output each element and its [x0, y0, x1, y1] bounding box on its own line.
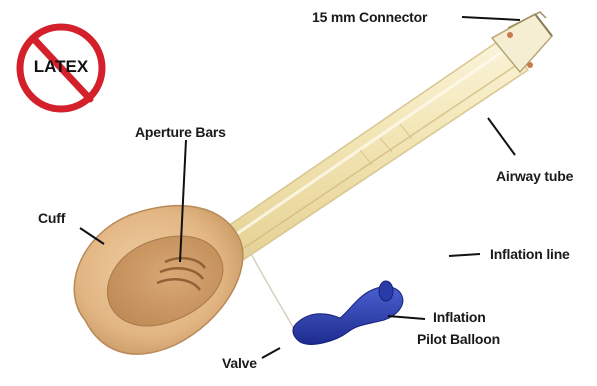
label-airway-tube: Airway tube	[496, 168, 573, 184]
inflation-line-tube	[248, 248, 300, 340]
label-pilot-balloon: Pilot Balloon	[417, 331, 500, 347]
leader-valve	[262, 348, 280, 358]
leader-airway	[488, 118, 515, 155]
airway-tube	[215, 40, 528, 262]
pilot-balloon-valve	[293, 281, 403, 344]
leader-connector	[462, 17, 520, 20]
label-aperture-bars: Aperture Bars	[135, 124, 226, 140]
label-15mm-connector: 15 mm Connector	[312, 9, 427, 25]
no-latex-text: LATEX	[18, 57, 104, 77]
cuff	[74, 206, 243, 354]
leader-pilot-balloon	[388, 316, 425, 319]
label-valve: Valve	[222, 355, 257, 371]
label-inflation-line: Inflation line	[490, 246, 570, 262]
label-inflation: Inflation	[433, 309, 486, 325]
leader-inflation-line	[449, 254, 480, 256]
label-cuff: Cuff	[38, 210, 65, 226]
